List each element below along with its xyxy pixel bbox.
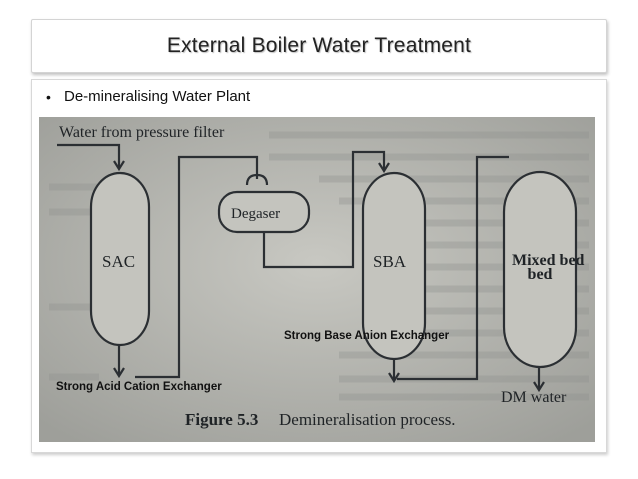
caption-text: Demineralisation process.: [279, 410, 456, 429]
sac-outlet-arrow: [113, 367, 125, 379]
sac-to-degaser-pipe: [135, 155, 259, 379]
vessel-label-bed: bed: [528, 266, 553, 283]
mixed-bed-outlet-arrow: [533, 381, 545, 393]
output-label: DM water: [501, 389, 567, 406]
annotation-sba: Strong Base Anion Exchanger: [284, 330, 450, 342]
inlet-arrow: [113, 160, 125, 172]
inlet-pipe: [57, 143, 121, 167]
sba-to-mixedbed-pipe: [397, 155, 509, 381]
vessel-label-sba: SBA: [373, 252, 407, 271]
demineralisation-diagram: Water from pressure filter SAC Degaser S…: [39, 117, 595, 442]
vessel-label-mixed: Mixed bed: [512, 252, 585, 269]
slide-title: External Boiler Water Treatment: [166, 34, 472, 57]
vessel-label-sac: SAC: [102, 252, 135, 271]
title-box: External Boiler Water Treatment: [31, 19, 607, 73]
annotation-sac: Strong Acid Cation Exchanger: [56, 381, 222, 393]
source-label: Water from pressure filter: [59, 124, 225, 141]
bullet-dot-icon: •: [46, 88, 51, 105]
content-box: • De-mineralising Water Plant: [31, 79, 607, 453]
degaser-dome: [245, 173, 269, 186]
diagram-photo: Water from pressure filter SAC Degaser S…: [39, 117, 595, 442]
degaser-to-sba-pipe: [262, 150, 386, 269]
caption-figure: Figure 5.3: [185, 410, 258, 429]
bullet-text: De-mineralising Water Plant: [64, 88, 251, 105]
bullet-item: • De-mineralising Water Plant: [46, 88, 250, 105]
sba-inlet-arrow: [378, 162, 390, 174]
sba-outlet-arrow: [388, 372, 400, 384]
vessel-label-degaser: Degaser: [231, 206, 280, 222]
